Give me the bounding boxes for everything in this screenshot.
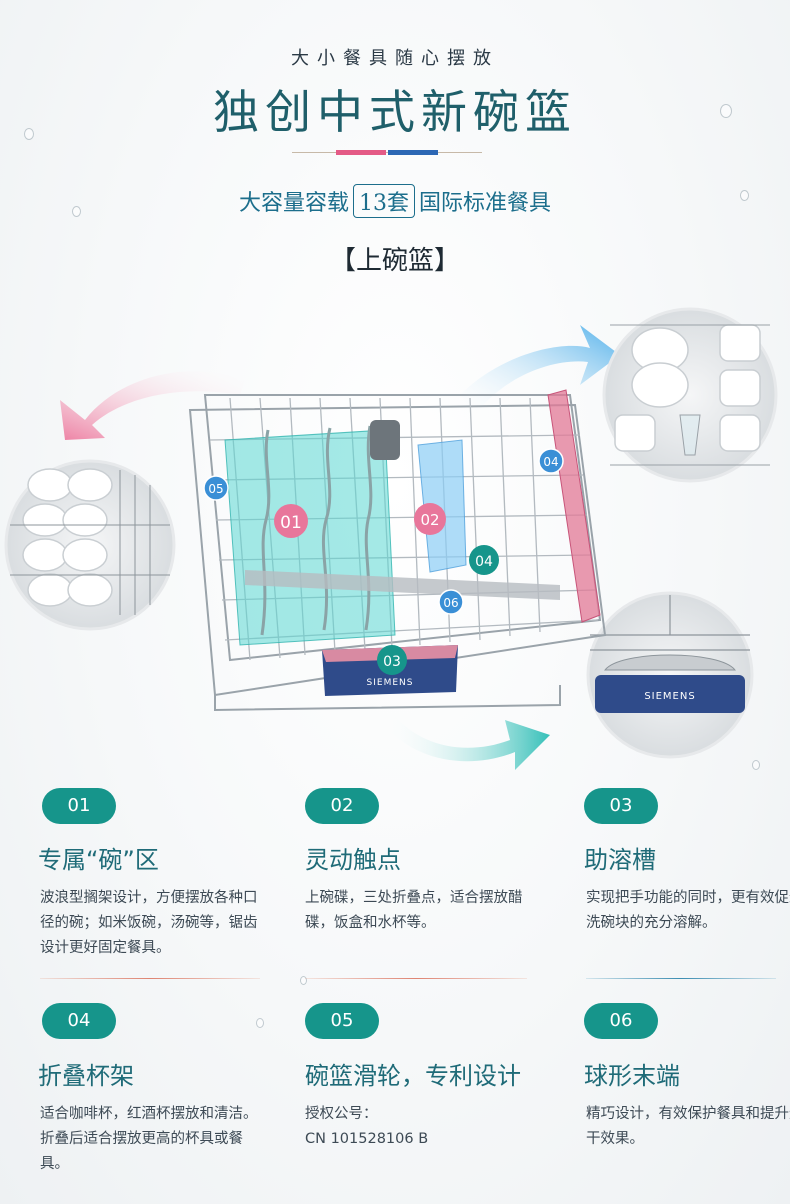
feature-title-03: 助溶槽 xyxy=(584,846,656,874)
droplet xyxy=(720,104,732,118)
feature-title-02: 灵动触点 xyxy=(305,846,401,874)
cup-rack-detail xyxy=(602,307,778,483)
title-accent-pink xyxy=(336,150,386,155)
svg-text:04: 04 xyxy=(543,455,558,469)
feature-badge-05: 05 xyxy=(305,1003,379,1039)
bowl-rack-detail xyxy=(4,459,176,631)
row-divider xyxy=(305,978,527,979)
marker-02: 02 xyxy=(414,503,446,535)
capacity-prefix: 大容量容载 xyxy=(238,191,349,216)
pink-arrow xyxy=(60,371,245,440)
feature-desc-02: 上碗碟，三处折叠点，适合摆放醋碟，饭盒和水杯等。 xyxy=(305,890,523,931)
feature-badge-01: 01 xyxy=(42,788,116,824)
row-divider xyxy=(586,978,776,979)
feature-title-05: 碗篮滑轮，专利设计 xyxy=(305,1062,521,1090)
patent-number: CN 101528106 B xyxy=(305,1131,429,1147)
feature-title-01: 专属“碗”区 xyxy=(38,846,159,874)
feature-badge-06: 06 xyxy=(584,1003,658,1039)
patent-label: 授权公号： xyxy=(305,1106,378,1122)
detail-brand-label: SIEMENS xyxy=(644,691,695,702)
feature-desc-04: 适合咖啡杯，红酒杯摆放和清洁。折叠后适合摆放更高的杯具或餐具。 xyxy=(40,1106,258,1172)
marker-03: 03 xyxy=(377,645,407,675)
feature-badge-02: 02 xyxy=(305,788,379,824)
title-divider xyxy=(292,152,482,153)
droplet xyxy=(72,206,81,217)
blue-arrow xyxy=(460,325,620,415)
droplet xyxy=(752,760,760,770)
svg-text:05: 05 xyxy=(208,482,223,496)
svg-text:04: 04 xyxy=(475,554,493,570)
feature-title-04: 折叠杯架 xyxy=(38,1062,134,1090)
handle-detail: SIEMENS xyxy=(586,591,754,759)
section-label: 【上碗篮】 xyxy=(329,246,460,276)
upper-rack: SIEMENS xyxy=(188,389,607,712)
teal-arrow xyxy=(385,710,550,770)
marker-04-teal: 04 xyxy=(469,545,499,575)
feature-desc-06: 精巧设计，有效保护餐具和提升烘干效果。 xyxy=(586,1106,790,1147)
droplet xyxy=(256,1018,264,1028)
feature-desc-03: 实现把手功能的同时，更有效促进洗碗块的充分溶解。 xyxy=(586,890,790,931)
marker-04-blue: 04 xyxy=(538,448,564,474)
rack-brand-label: SIEMENS xyxy=(367,678,414,688)
feature-badge-03: 03 xyxy=(584,788,658,824)
marker-05: 05 xyxy=(203,475,229,501)
feature-badge-04: 04 xyxy=(42,1003,116,1039)
row-divider xyxy=(40,978,260,979)
capacity-suffix: 国际标准餐具 xyxy=(419,191,552,216)
tagline: 大小餐具随心摆放 xyxy=(291,48,499,69)
svg-text:01: 01 xyxy=(280,513,302,533)
feature-title-06: 球形末端 xyxy=(584,1062,680,1090)
dish-rack-illustration: SIEMENS xyxy=(4,307,778,770)
droplet xyxy=(740,190,749,201)
svg-text:03: 03 xyxy=(383,654,401,670)
droplet xyxy=(24,128,34,140)
svg-text:06: 06 xyxy=(443,596,458,610)
svg-text:02: 02 xyxy=(420,511,439,529)
title-accent-blue xyxy=(388,150,438,155)
feature-desc-05: 授权公号： CN 101528106 B xyxy=(305,1102,533,1152)
marker-06: 06 xyxy=(438,589,464,615)
droplet xyxy=(300,976,307,985)
capacity-count: 13套 xyxy=(353,184,415,218)
page-title: 独创中式新碗篮 xyxy=(213,85,577,139)
marker-01: 01 xyxy=(274,504,308,538)
feature-desc-01: 波浪型搁架设计，方便摆放各种口径的碗；如米饭碗，汤碗等，锯齿设计更好固定餐具。 xyxy=(40,890,258,956)
